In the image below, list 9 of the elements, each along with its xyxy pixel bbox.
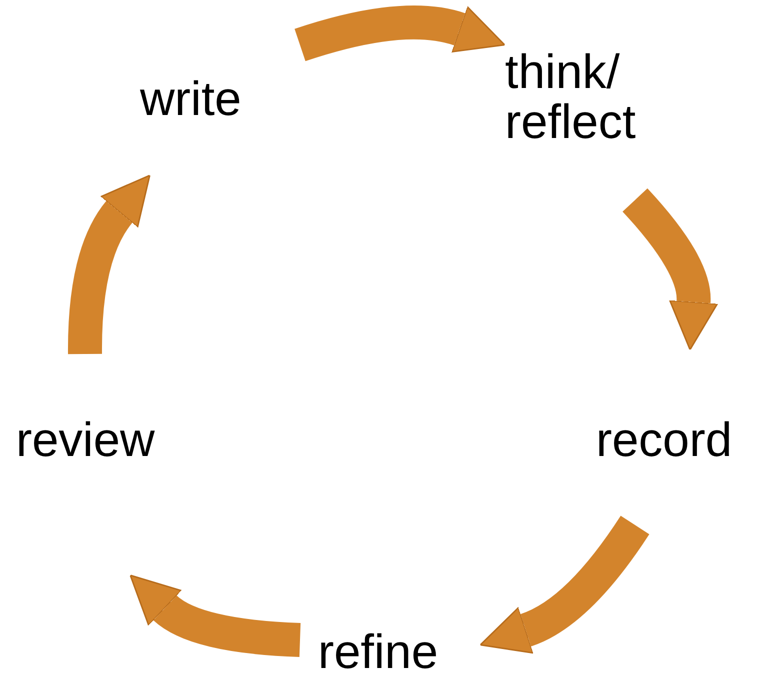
step-label: record <box>596 416 734 466</box>
curved-arrow <box>480 516 650 654</box>
step-label: think/ reflect <box>505 48 637 149</box>
curved-arrow <box>294 6 506 62</box>
step-label: refine <box>318 628 440 678</box>
step-label: write <box>140 75 242 126</box>
step-label: review <box>16 416 156 466</box>
curved-arrow <box>68 173 149 354</box>
curved-arrow <box>127 576 301 657</box>
